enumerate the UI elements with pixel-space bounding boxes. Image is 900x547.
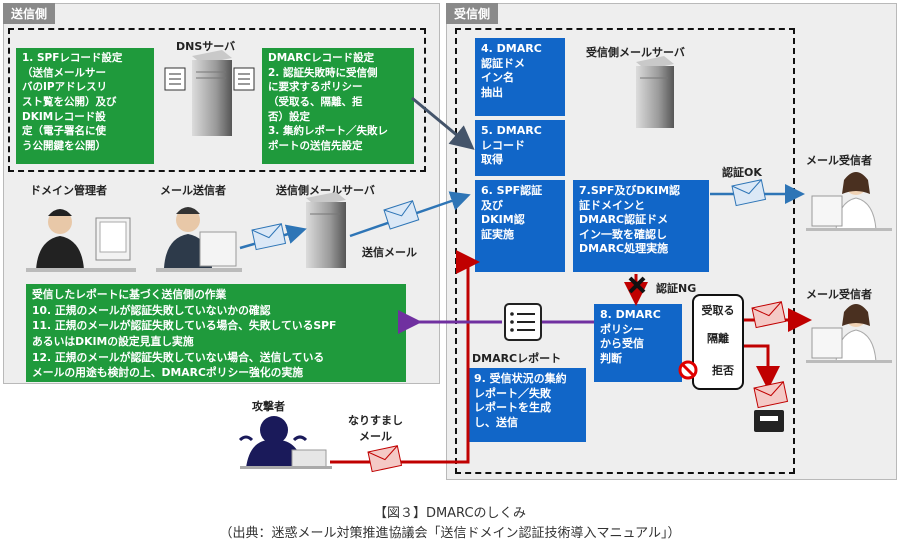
sender-mail-server-label: 送信側メールサーバ	[276, 184, 375, 197]
step5-text: 5. DMARC レコード 取得	[481, 124, 542, 167]
step8-box: 8. DMARC ポリシー から受信 判断	[594, 304, 682, 382]
dns-server-label: DNSサーバ	[176, 40, 236, 53]
spoof-mail-label: なりすまし メール	[348, 414, 403, 443]
step8-text: 8. DMARC ポリシー から受信 判断	[600, 308, 661, 365]
auth-ok-label: 認証OK	[722, 166, 762, 179]
auth-ng-label: 認証NG	[656, 282, 697, 295]
recipient-label-2: メール受信者	[806, 288, 872, 301]
dmarc-record-setup-box: DMARCレコード設定 2. 認証失敗時に受信側 に要求するポリシー （受取る、…	[262, 48, 414, 164]
receiver-panel-tag: 受信側	[446, 3, 499, 24]
step4-box: 4. DMARC 認証ドメ イン名 抽出	[475, 38, 565, 116]
envelope-icon-spoof	[367, 445, 403, 473]
step4-text: 4. DMARC 認証ドメ イン名 抽出	[481, 42, 542, 99]
step6-box: 6. SPF認証 及び DKIM認 証実施	[475, 180, 565, 272]
caption-title: 【図３】DMARCのしくみ	[373, 506, 527, 521]
spf-dkim-setup-box: 1. SPFレコード設定 （送信メールサー バのIPアドレスリ スト​覧を公開）…	[16, 48, 154, 164]
policy-accept-label: 受取る	[701, 304, 735, 317]
dmarc-report-label: DMARCレポート	[472, 352, 562, 365]
policy-options-frame	[692, 294, 744, 390]
step6-text: 6. SPF認証 及び DKIM認 証実施	[481, 184, 543, 241]
step5-box: 5. DMARC レコード 取得	[475, 120, 565, 176]
domain-admin-label: ドメイン管理者	[30, 184, 107, 197]
step9-text: 9. 受信状況の集約 レポート／失敗 レポートを生成 し、送信	[474, 372, 567, 429]
recipient-label-1: メール受信者	[806, 154, 872, 167]
receiver-mail-server-label: 受信側メールサーバ	[586, 46, 685, 59]
sender-actions-box: 受信したレポートに基づく送信側の作業 10. 正規のメールが認証失敗していないか…	[26, 284, 406, 382]
policy-reject-label: 拒否	[712, 364, 734, 377]
attacker-label: 攻撃者	[252, 400, 285, 413]
attacker-icon	[238, 416, 332, 469]
mail-sender-label: メール送信者	[160, 184, 226, 197]
caption-source: （出典：迷惑メール対策推進協議会「送信ドメイン認証技術導入マニュアル」）	[219, 526, 681, 541]
step9-box: 9. 受信状況の集約 レポート／失敗 レポートを生成 し、送信	[468, 368, 586, 442]
spf-dkim-setup-text: 1. SPFレコード設定 （送信メールサー バのIPアドレスリ スト​覧を公開）…	[22, 52, 123, 153]
sender-panel-tag: 送信側	[3, 3, 56, 24]
policy-quarantine-label: 隔離	[707, 332, 729, 345]
sender-actions-text: 受信したレポートに基づく送信側の作業 10. 正規のメールが認証失敗していないか…	[32, 288, 337, 380]
sent-mail-label: 送信メール	[362, 246, 417, 259]
dmarc-record-setup-text: DMARCレコード設定 2. 認証失敗時に受信側 に要求するポリシー （受取る、…	[268, 52, 388, 153]
step7-text: 7.SPF及びDKIM認 証ドメインと DMARC認証ドメ イン一致を確認し D…	[579, 184, 681, 256]
step7-box: 7.SPF及びDKIM認 証ドメインと DMARC認証ドメ イン一致を確認し D…	[573, 180, 709, 272]
